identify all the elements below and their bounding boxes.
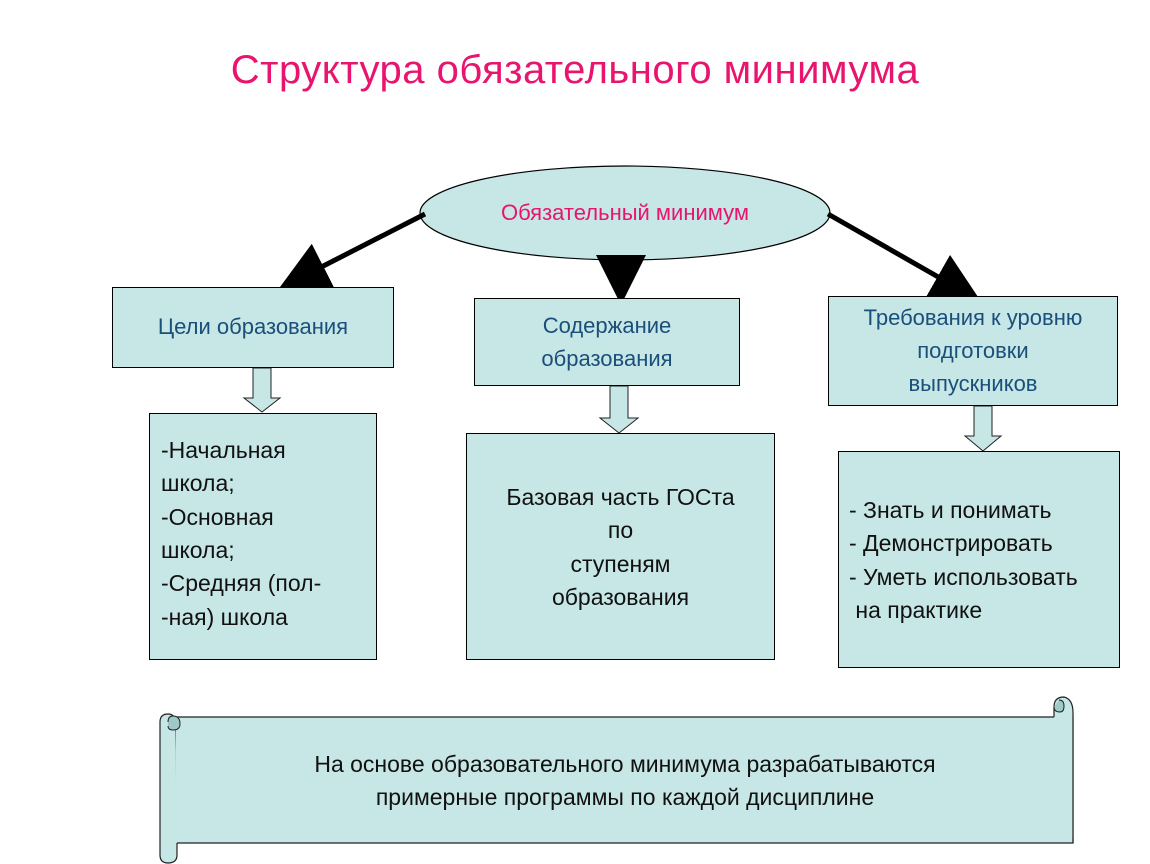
detail-line: школа; (161, 537, 235, 564)
diagram-title: Структура обязательного минимума (230, 48, 920, 92)
goals-label-line: Цели образования (157, 314, 349, 340)
detail-line: -Основная (161, 503, 274, 530)
root-node-label: Обязательный минимум (500, 200, 750, 225)
content-label-line: образования (541, 346, 673, 371)
arrow-to-goals (278, 211, 427, 289)
goals-box: Цели образования (112, 287, 394, 368)
requirements-detail-box: - Знать и понимать - Демонстрировать - У… (838, 451, 1120, 668)
requirements-label-line: выпускников (908, 371, 1038, 396)
detail-line: по (607, 517, 634, 544)
block-arrow-content (598, 385, 640, 434)
content-box: Содержание образования (474, 298, 740, 386)
requirements-label-line: Требования к уровню (863, 305, 1083, 330)
requirements-box: Требования к уровню подготовки выпускник… (828, 296, 1118, 406)
detail-line: -ная) школа (161, 603, 288, 630)
detail-line: - Демонстрировать (849, 530, 1053, 557)
detail-line: на практике (849, 597, 983, 624)
detail-line: -Средняя (пол- (161, 570, 322, 597)
goals-detail-box: -Начальная школа; -Основная школа; -Сред… (149, 413, 377, 660)
detail-line: Базовая часть ГОСта (506, 484, 735, 510)
scroll-line: На основе образовательного минимума разр… (314, 751, 936, 777)
scroll-caption: На основе образовательного минимума разр… (180, 748, 1070, 815)
content-detail-box: Базовая часть ГОСта по ступеням образова… (466, 433, 775, 660)
arrow-to-requirements (826, 211, 982, 302)
requirements-label-line: подготовки (917, 338, 1029, 363)
scroll-banner (159, 696, 1074, 864)
scroll-line: примерные программы по каждой дисциплине (375, 784, 875, 811)
detail-line: образования (551, 584, 690, 611)
block-arrow-goals (242, 367, 282, 413)
detail-line: - Знать и понимать (849, 497, 1052, 523)
detail-line: - Уметь использовать (849, 563, 1078, 590)
content-label-line: Содержание (542, 313, 672, 338)
detail-line: школа; (161, 470, 235, 497)
detail-line: -Начальная (161, 437, 286, 463)
block-arrow-requirements (963, 405, 1003, 452)
detail-line: ступеням (570, 550, 671, 577)
